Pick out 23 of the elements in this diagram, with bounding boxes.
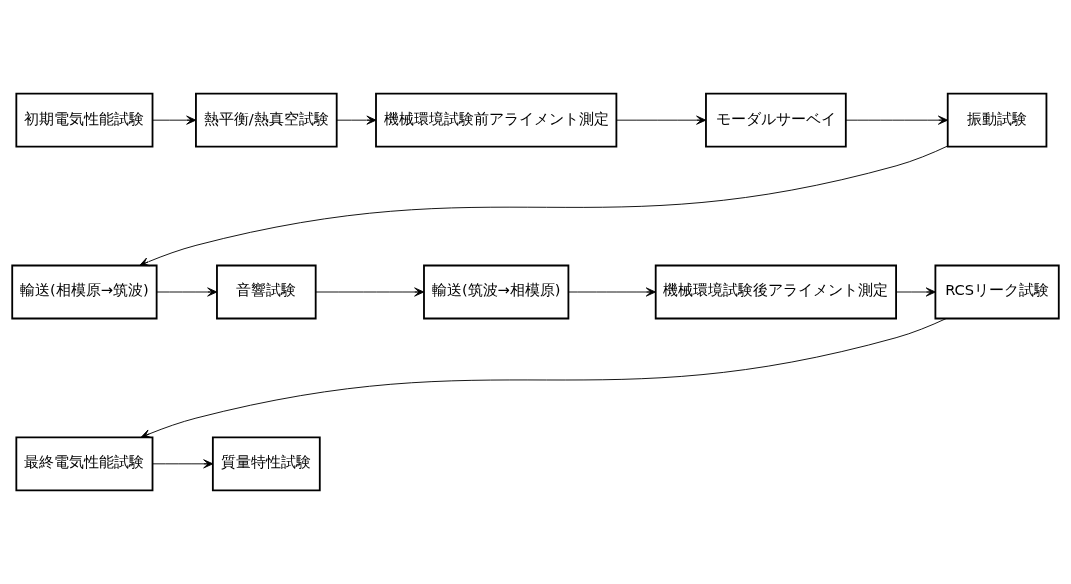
node-box: 振動試験 — [946, 92, 1048, 148]
node-box: モーダルサーベイ — [705, 92, 847, 148]
arrow — [152, 459, 214, 469]
node-box: 最終電気性能試験 — [15, 436, 154, 492]
arrow — [315, 287, 425, 297]
node-box: RCSリーク試験 — [934, 264, 1060, 320]
node-box: 機械環境試験後アライメント測定 — [654, 264, 897, 320]
node-box: 輸送(相模原→筑波) — [11, 264, 158, 320]
arrow — [616, 115, 707, 125]
arrow — [568, 287, 656, 297]
arrow — [895, 287, 936, 297]
node-box: 初期電気性能試験 — [15, 92, 154, 148]
node-box: 輸送(筑波→相模原) — [423, 264, 570, 320]
arrow — [140, 318, 947, 439]
node-box: 質量特性試験 — [211, 436, 321, 492]
node-box: 音響試験 — [216, 264, 317, 320]
node-box: 機械環境試験前アライメント測定 — [375, 92, 618, 148]
node-box: 熱平衡/熱真空試験 — [195, 92, 338, 148]
arrow — [336, 115, 377, 125]
arrow — [152, 115, 197, 125]
arrow — [139, 145, 949, 267]
arrow — [156, 287, 218, 297]
arrow — [845, 115, 948, 125]
